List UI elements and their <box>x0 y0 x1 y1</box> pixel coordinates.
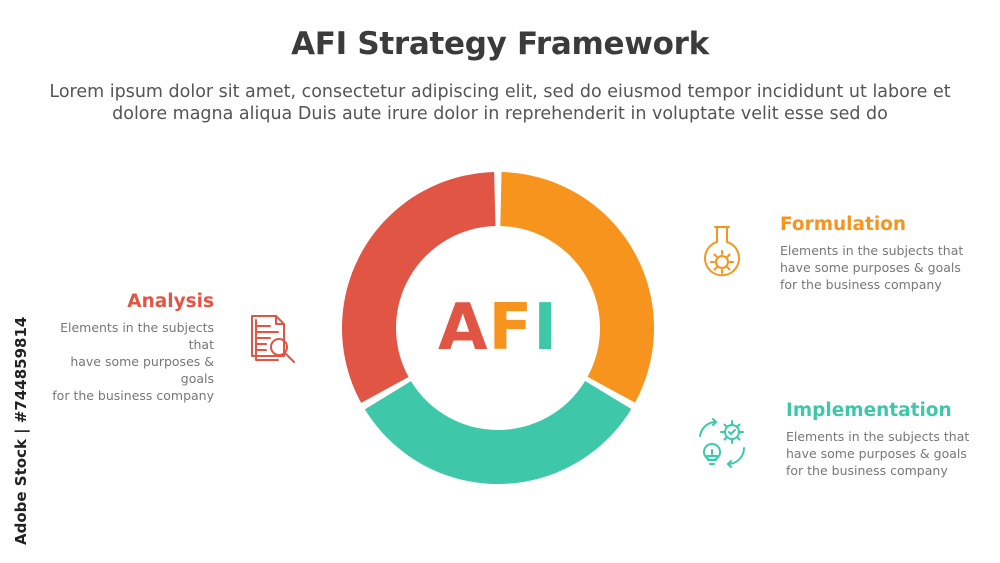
donut-svg <box>342 172 654 484</box>
implementation-block: Implementation Elements in the subjects … <box>786 400 986 479</box>
page-subtitle: Lorem ipsum dolor sit amet, consectetur … <box>49 82 951 124</box>
formulation-heading: Formulation <box>780 214 907 235</box>
analysis-description: Elements in the subjects that have some … <box>52 320 214 403</box>
page-title: AFI Strategy Framework <box>291 26 709 62</box>
donut-ring <box>340 170 656 486</box>
donut-segment-formulation <box>500 172 654 403</box>
document-magnifier-icon <box>248 312 298 373</box>
analysis-heading: Analysis <box>127 291 214 312</box>
donut-segment-analysis <box>342 172 496 403</box>
gear-bulb-cycle-icon <box>694 414 750 479</box>
donut-segment-implementation <box>364 380 632 484</box>
implementation-heading: Implementation <box>786 400 952 421</box>
flask-gear-icon <box>700 224 744 287</box>
side-credit: Adobe Stock | #744859814 <box>12 316 30 545</box>
implementation-description: Elements in the subjects that have some … <box>786 429 970 478</box>
formulation-block: Formulation Elements in the subjects tha… <box>780 214 970 293</box>
formulation-description: Elements in the subjects that have some … <box>780 243 964 292</box>
center-acronym: AFI <box>340 290 656 366</box>
center-letter-a: A <box>437 291 489 365</box>
center-letter-f: F <box>488 291 534 365</box>
center-letter-i: I <box>533 291 559 365</box>
analysis-block: Analysis Elements in the subjects that h… <box>40 291 214 404</box>
